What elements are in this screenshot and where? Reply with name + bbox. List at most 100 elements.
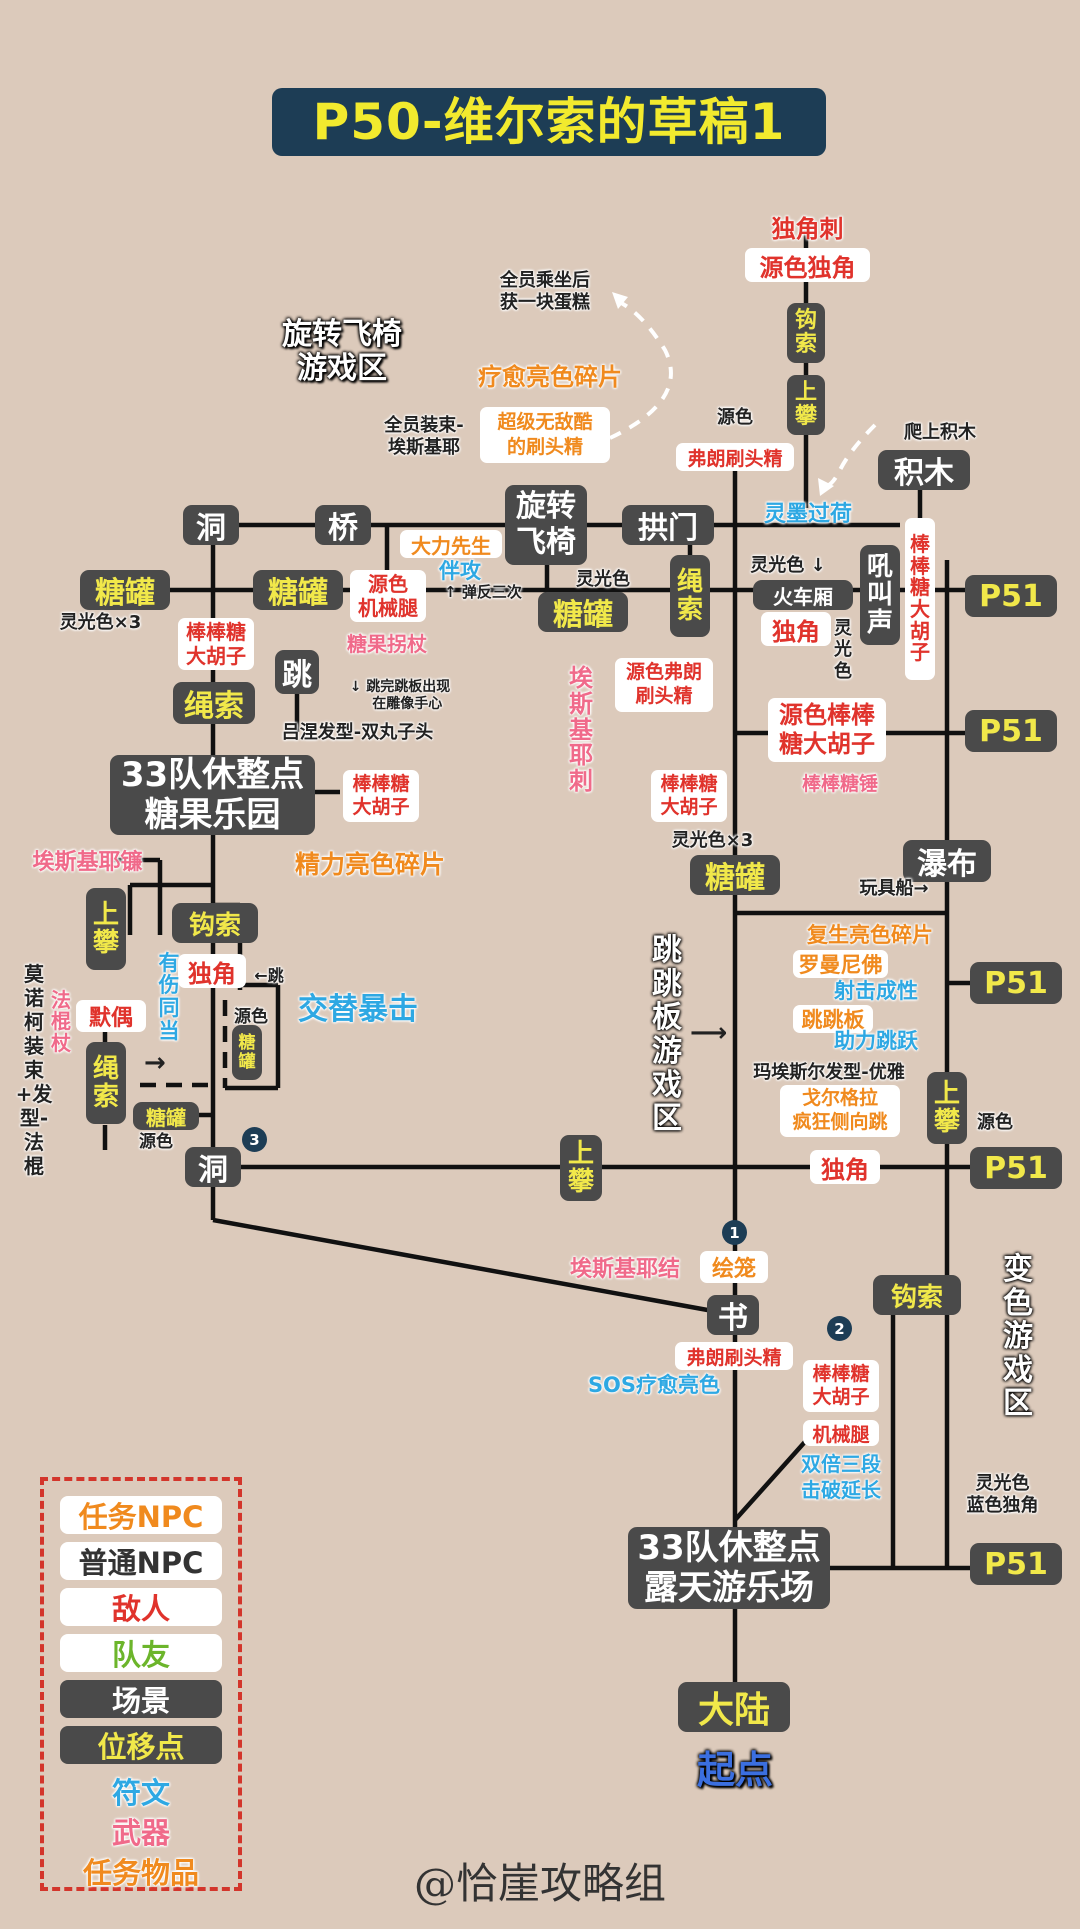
quest-gorgra[interactable]: 戈尔格拉 疯狂侧向跳 xyxy=(780,1085,900,1137)
legend-scene: 场景 xyxy=(60,1680,222,1718)
scene-roar: 吼叫声 xyxy=(860,545,900,645)
legend-box: 任务NPC 普通NPC 敌人 队友 场景 位移点 符文 武器 任务物品 xyxy=(40,1477,242,1891)
quest-jumpboard[interactable]: 跳跳板 xyxy=(793,1005,873,1033)
legend-ally: 队友 xyxy=(60,1634,222,1672)
outfit-monoco: 莫诺柯装束+发型-法棍 xyxy=(15,962,53,1178)
enemy-source-lollipop[interactable]: 源色棒棒 糖大胡子 xyxy=(768,698,886,762)
weapon-unicorn-spike[interactable]: 独角刺 xyxy=(771,214,844,243)
note-outfit-esquie: 全员装束- 埃斯基耶 xyxy=(384,415,464,458)
rune-shooting[interactable]: 射击成性 xyxy=(834,979,918,1003)
quest-mr-strong[interactable]: 大力先生 xyxy=(400,530,502,558)
point-hook-1[interactable]: 钩索 xyxy=(787,303,825,363)
quest-revive-shard[interactable]: 复生亮色碎片 xyxy=(807,923,933,947)
legend-quest-item: 任务物品 xyxy=(82,1856,199,1890)
scene-continent: 大陆 xyxy=(678,1682,790,1732)
scene-cave-2: 洞 xyxy=(185,1147,241,1188)
enemy-source-mech-leg[interactable]: 源色 机械腿 xyxy=(350,570,426,622)
rune-double-triple[interactable]: 双倍三段 击破延长 xyxy=(801,1452,881,1502)
note-light-x3-2: 灵光色×3 xyxy=(671,830,754,852)
point-hook-2[interactable]: 钩索 xyxy=(172,903,258,943)
note-climb-blocks: 爬上积木 xyxy=(904,422,976,444)
rune-companion[interactable]: 伴攻 xyxy=(439,559,481,583)
exit-p51-1[interactable]: P51 xyxy=(965,575,1057,617)
point-rope-2[interactable]: 绳索 xyxy=(670,555,710,637)
point-hook-3[interactable]: 钩索 xyxy=(873,1275,961,1315)
enemy-lollipop-beard-3[interactable]: 棒棒糖 大胡子 xyxy=(343,770,419,822)
right-arrow-icon: ⟶ xyxy=(690,1018,728,1048)
enemy-source-franc[interactable]: 源色弗朗 刷头精 xyxy=(615,658,713,712)
point-candy-jar-4[interactable]: 糖罐 xyxy=(690,855,780,896)
legend-move-point: 位移点 xyxy=(60,1726,222,1764)
enemy-unicorn-2[interactable]: 独角 xyxy=(178,954,246,988)
weapon-baguette-staff[interactable]: 法棍杖 xyxy=(51,987,71,1055)
note-light-x3-1: 灵光色×3 xyxy=(59,612,142,634)
note-source-2: 源色 xyxy=(977,1112,1013,1134)
point-candy-jar-3[interactable]: 糖罐 xyxy=(538,592,628,633)
quest-romanifo[interactable]: 罗曼尼佛 xyxy=(793,950,888,978)
point-rope-1[interactable]: 绳索 xyxy=(173,682,255,724)
page-title: P50-维尔索的草稿1 xyxy=(272,88,826,156)
legend-enemy: 敌人 xyxy=(60,1588,222,1626)
note-everyone-ride: 全员乘坐后 获一块蛋糕 xyxy=(500,270,590,313)
note-source-1: 源色 xyxy=(717,407,753,429)
rune-jump-assist[interactable]: 助力跳跃 xyxy=(834,1029,918,1053)
legend-quest-npc: 任务NPC xyxy=(60,1496,222,1534)
zone-spin-chair: 旋转飞椅 游戏区 xyxy=(282,316,402,386)
quest-energy-shard[interactable]: 精力亮色碎片 xyxy=(294,850,445,879)
exit-p51-4[interactable]: P51 xyxy=(970,1147,1062,1189)
weapon-esquie-thorn[interactable]: 埃斯基耶刺 xyxy=(569,663,593,796)
exit-p51-5[interactable]: P51 xyxy=(970,1543,1062,1585)
step-circle-2: 2 xyxy=(827,1316,852,1341)
enemy-mech-leg[interactable]: 机械腿 xyxy=(803,1420,879,1446)
weapon-esquie-scythe[interactable]: 埃斯基耶镰 xyxy=(32,850,143,875)
quest-healing-shard[interactable]: 疗愈亮色碎片 xyxy=(478,362,622,391)
note-light-1: 灵光色 xyxy=(576,569,630,591)
enemy-franc-brush-1[interactable]: 弗朗刷头精 xyxy=(676,443,794,471)
rune-shared-damage[interactable]: 有伤同当 xyxy=(158,950,180,1043)
quest-cool-brush[interactable]: 超级无敌酷 的刷头精 xyxy=(480,407,610,463)
scene-waterfall: 瀑布 xyxy=(903,840,991,882)
legend-normal-npc: 普通NPC xyxy=(60,1542,222,1580)
exit-p51-2[interactable]: P51 xyxy=(965,710,1057,752)
note-jump-arrow: ←跳 xyxy=(254,966,284,986)
scene-camp-fairground: 33队休整点 露天游乐场 xyxy=(628,1527,830,1609)
enemy-franc-brush-2[interactable]: 弗朗刷头精 xyxy=(675,1342,793,1370)
scene-jump: 跳 xyxy=(275,650,319,694)
point-candy-jar-source[interactable]: 糖罐 xyxy=(232,1025,262,1080)
rune-lingmo[interactable]: 灵墨过荷 xyxy=(763,502,852,527)
point-climb-1[interactable]: 上攀 xyxy=(787,375,825,435)
scene-cave-1: 洞 xyxy=(183,505,239,546)
legend-rune: 符文 xyxy=(111,1776,170,1810)
scene-blocks: 积木 xyxy=(878,450,970,491)
enemy-lollipop-beard-5[interactable]: 棒棒糖 大胡子 xyxy=(803,1360,879,1412)
point-candy-jar-small[interactable]: 糖罐 xyxy=(133,1102,199,1130)
enemy-lollipop-beard-4[interactable]: 棒棒糖 大胡子 xyxy=(651,770,727,822)
enemy-mime[interactable]: 默偶 xyxy=(76,1000,146,1032)
right-arrow-small-icon: → xyxy=(144,1048,166,1078)
enemy-lollipop-beard-2[interactable]: 棒棒糖 大胡子 xyxy=(178,618,254,670)
scene-camp-candy: 33队休整点 糖果乐园 xyxy=(110,755,315,835)
rune-sos-heal[interactable]: SOS疗愈亮色 xyxy=(587,1373,721,1397)
quest-cage[interactable]: 绘笼 xyxy=(700,1251,768,1283)
point-candy-jar-1[interactable]: 糖罐 xyxy=(80,570,170,611)
enemy-unicorn-1[interactable]: 独角 xyxy=(761,612,831,646)
point-candy-jar-2[interactable]: 糖罐 xyxy=(253,570,343,611)
point-climb-2[interactable]: 上攀 xyxy=(86,888,126,970)
exit-p51-3[interactable]: P51 xyxy=(970,962,1062,1004)
note-toy-boat: 玩具船→ xyxy=(859,878,929,900)
weapon-esquie-knot[interactable]: 埃斯基耶结 xyxy=(569,1257,680,1282)
point-climb-3[interactable]: 上攀 xyxy=(560,1135,602,1201)
weapon-candy-cane[interactable]: 糖果拐杖 xyxy=(347,631,427,656)
point-rope-3[interactable]: 绳索 xyxy=(86,1042,126,1124)
step-circle-3: 3 xyxy=(242,1127,267,1152)
scene-train-car: 火车厢 xyxy=(753,580,853,610)
note-light-2: 灵光色 ↓ xyxy=(750,555,826,577)
weapon-lollipop-hammer[interactable]: 棒棒糖锤 xyxy=(801,772,878,795)
point-climb-4[interactable]: 上攀 xyxy=(927,1072,967,1144)
author-credit: @恰崖攻略组 xyxy=(413,1859,666,1908)
enemy-source-unicorn[interactable]: 源色独角 xyxy=(745,248,870,282)
enemy-lollipop-beard-1[interactable]: 棒棒糖大胡子 xyxy=(905,518,935,680)
enemy-unicorn-3[interactable]: 独角 xyxy=(810,1150,880,1184)
note-source-4: 源色 xyxy=(139,1131,173,1152)
